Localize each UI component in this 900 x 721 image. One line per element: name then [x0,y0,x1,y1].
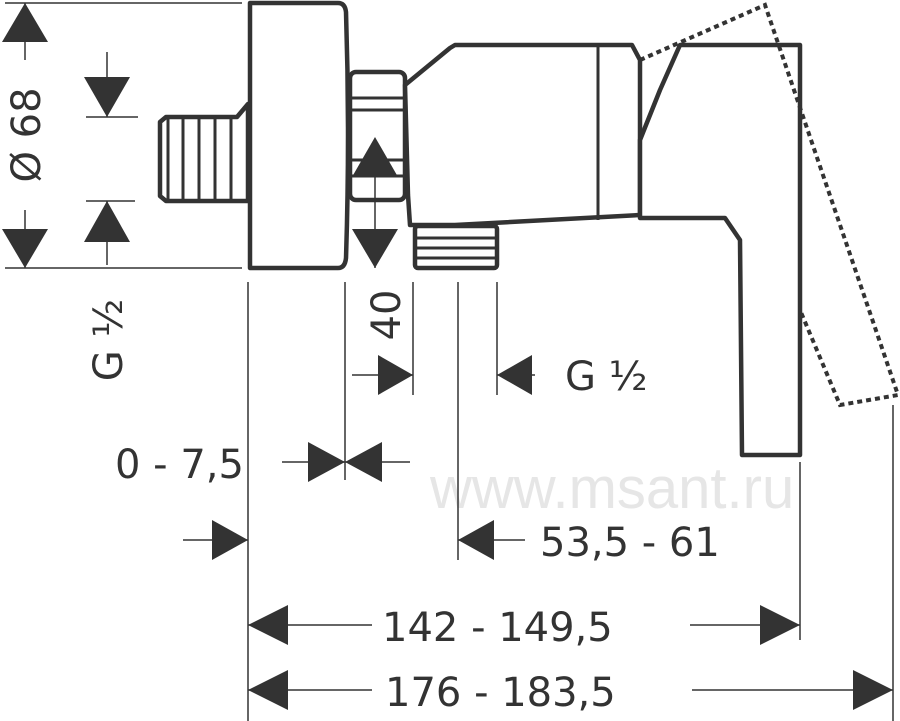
outlet-distance-dimension: 53,5 - 61 [183,520,720,566]
wall-flange [247,0,351,271]
lever-handle [637,42,803,458]
offset-dimension: 0 - 7,5 [115,442,410,488]
outlet-thread-dimension: G ½ [497,354,647,400]
inlet-thread-dimension: G ½ [84,52,132,381]
total-length-dimension: 176 - 183,5 [248,670,893,716]
diameter-dimension: Ø 68 [2,3,50,268]
mixer-body [402,42,643,228]
connection-nut [347,69,408,203]
outlet-distance-label: 53,5 - 61 [540,520,720,566]
offset-label: 0 - 7,5 [115,442,244,488]
nut-dim-label: 40 [364,290,410,341]
inlet-thread-label: G ½ [86,299,132,381]
handle-length-dimension: 142 - 149,5 [248,605,800,651]
outlet-thread-label: G ½ [565,354,647,400]
nut-dimension: 40 [352,137,413,395]
rotated-handle-outline [639,2,900,408]
diameter-label: Ø 68 [4,87,50,182]
outlet-thread [412,223,500,271]
threaded-nipple [157,101,251,204]
watermark: www.msant.ru [429,456,794,521]
total-length-label: 176 - 183,5 [385,670,616,716]
handle-length-label: 142 - 149,5 [382,605,613,651]
